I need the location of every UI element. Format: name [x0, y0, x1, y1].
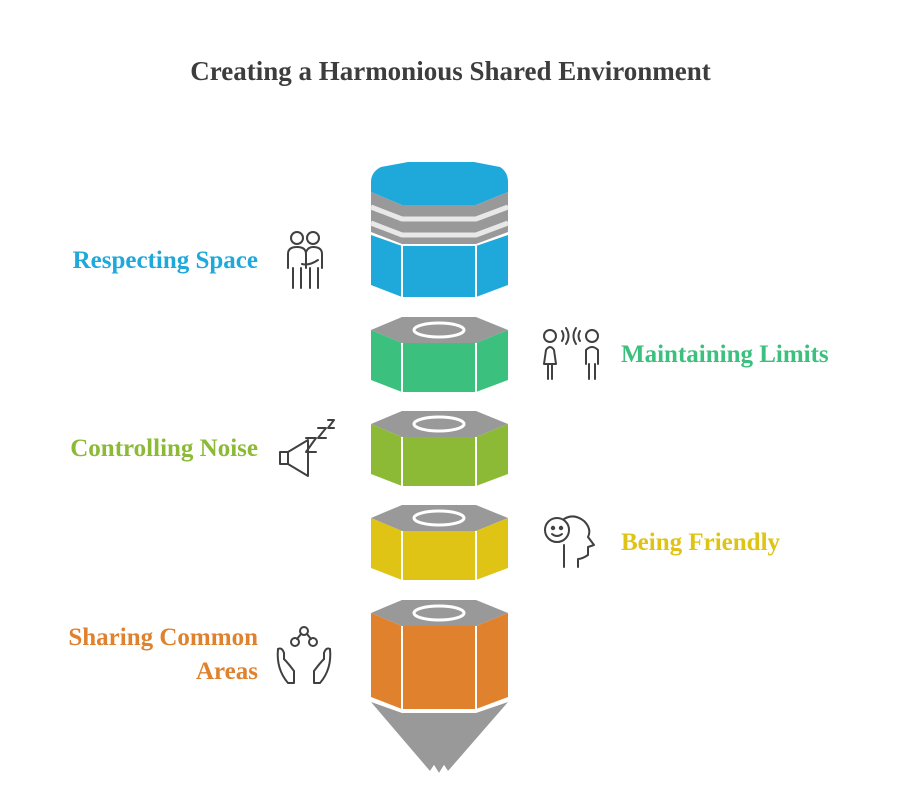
- segment-sharing-common-areas: [371, 600, 508, 785]
- segment-respecting-space: [370, 162, 509, 297]
- pencil-tip: [371, 702, 508, 773]
- nut-top: [371, 505, 508, 531]
- sharing-hands-icon: [276, 626, 332, 684]
- segment-maintaining-limits: [371, 317, 508, 392]
- nut-hole: [412, 321, 466, 339]
- nut-hole: [412, 604, 466, 622]
- nut-hole: [412, 415, 466, 433]
- prism-body: [371, 424, 508, 486]
- label-controlling-noise: Controlling Noise: [70, 435, 258, 462]
- segment-controlling-noise: [371, 411, 508, 486]
- talking-people-icon: [543, 327, 599, 380]
- nut-top: [371, 411, 508, 437]
- label-being-friendly: Being Friendly: [621, 529, 781, 556]
- label-respecting-space: Respecting Space: [72, 247, 258, 274]
- people-icon: [287, 231, 323, 289]
- page-title: Creating a Harmonious Shared Environment: [190, 56, 711, 86]
- smiling-head-icon: [544, 515, 595, 568]
- prism-body: [371, 235, 508, 297]
- label-line-2: Areas: [195, 658, 258, 685]
- label-line-1: Sharing Common: [68, 624, 258, 651]
- label-maintaining-limits: Maintaining Limits: [621, 341, 829, 368]
- prism-body: [371, 518, 508, 580]
- pencil-lead: [430, 765, 448, 785]
- prism-body: [371, 330, 508, 392]
- band-stripe: [370, 204, 509, 222]
- nut-top: [371, 600, 508, 626]
- nut-hole: [412, 509, 466, 527]
- prism-body: [371, 613, 508, 709]
- band-stripe: [370, 220, 509, 238]
- nut-top: [371, 317, 508, 343]
- speaker-sleep-icon: [279, 419, 335, 477]
- label-sharing-common-areas: Sharing Common Areas: [0, 621, 258, 689]
- segment-being-friendly: [371, 505, 508, 580]
